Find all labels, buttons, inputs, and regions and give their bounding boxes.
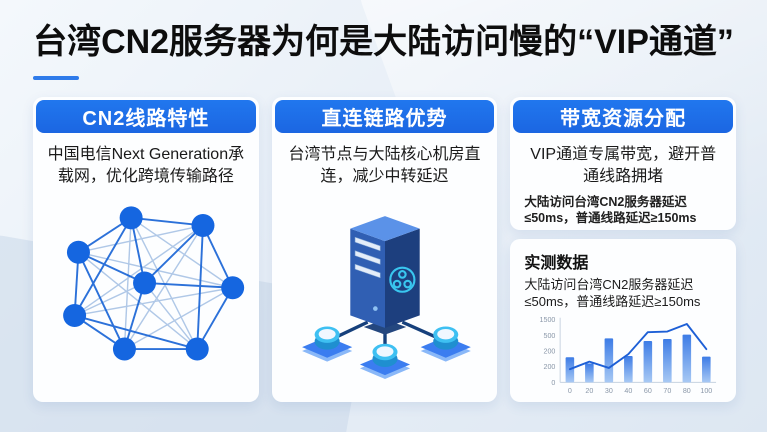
card-bandwidth-note: 大陆访问台湾CN2服务器延迟≤50ms，普通线路延迟≥150ms [524, 195, 697, 226]
card-cn2: CN2线路特性 中国电信Next Generation承载网，优化跨境传输路径 [33, 97, 259, 402]
node-pod-icon [420, 326, 471, 362]
server-illustration [301, 216, 471, 380]
column-direct: 直连链路优势 台湾节点与大陆核心机房直连，减少中转延迟 [271, 97, 498, 402]
network-node-icon [67, 240, 91, 264]
card-direct-body: 台湾节点与大陆核心机房直连，减少中转延迟 [288, 146, 481, 185]
svg-text:60: 60 [644, 387, 652, 395]
network-node-icon [191, 214, 215, 238]
svg-text:100: 100 [701, 387, 713, 395]
svg-text:70: 70 [664, 387, 672, 395]
svg-text:30: 30 [605, 387, 613, 395]
svg-text:1500: 1500 [540, 316, 556, 324]
svg-text:20: 20 [586, 387, 594, 395]
card-bandwidth-header: 带宽资源分配 [513, 100, 734, 133]
card-bandwidth-body: VIP通道专属带宽，避开普通线路拥堵 [530, 146, 717, 185]
svg-text:200: 200 [544, 363, 556, 371]
latency-chart: 1500 500 200 200 0 0 20 30 40 60 70 80 100 [540, 316, 717, 395]
network-node-icon [221, 276, 245, 300]
card-direct-header: 直连链路优势 [274, 100, 495, 133]
server-tower-icon [349, 216, 420, 335]
card-cn2-header: CN2线路特性 [36, 100, 256, 133]
svg-text:200: 200 [544, 348, 556, 356]
svg-text:500: 500 [544, 332, 556, 340]
measured-data-title: 实测数据 [524, 255, 589, 272]
svg-text:80: 80 [683, 387, 691, 395]
card-direct: 直连链路优势 台湾节点与大陆核心机房直连，减少中转延迟 [271, 97, 498, 402]
card-measured-data: 实测数据 大陆访问台湾CN2服务器延迟≤50ms，普通线路延迟≥150ms 15… [510, 239, 737, 402]
network-node-icon [113, 337, 137, 361]
svg-text:40: 40 [625, 387, 633, 395]
column-bandwidth: 带宽资源分配 VIP通道专属带宽，避开普通线路拥堵 大陆访问台湾CN2服务器延迟… [510, 97, 737, 402]
title-underline [33, 76, 79, 80]
mesh-network-diagram [63, 206, 245, 361]
network-node-icon [133, 271, 157, 295]
page-title: 台湾CN2服务器为何是大陆访问慢的“VIP通道” [33, 23, 734, 61]
card-bandwidth: 带宽资源分配 VIP通道专属带宽，避开普通线路拥堵 大陆访问台湾CN2服务器延迟… [510, 97, 737, 230]
cards-row: CN2线路特性 中国电信Next Generation承载网，优化跨境传输路径 [33, 97, 737, 402]
chart-wrap: 1500 500 200 200 0 0 20 30 40 60 70 80 100 [524, 312, 724, 401]
network-node-icon [186, 337, 210, 361]
fan-icon [388, 266, 415, 293]
svg-text:0: 0 [568, 387, 572, 395]
network-node-icon [119, 206, 143, 230]
node-pod-icon [359, 343, 410, 380]
svg-text:0: 0 [552, 379, 556, 387]
measured-data-subtitle: 大陆访问台湾CN2服务器延迟≤50ms，普通线路延迟≥150ms [524, 277, 701, 309]
column-cn2: CN2线路特性 中国电信Next Generation承载网，优化跨境传输路径 [33, 97, 259, 402]
network-node-icon [63, 304, 87, 328]
card-cn2-body: 中国电信Next Generation承载网，优化跨境传输路径 [47, 146, 245, 185]
